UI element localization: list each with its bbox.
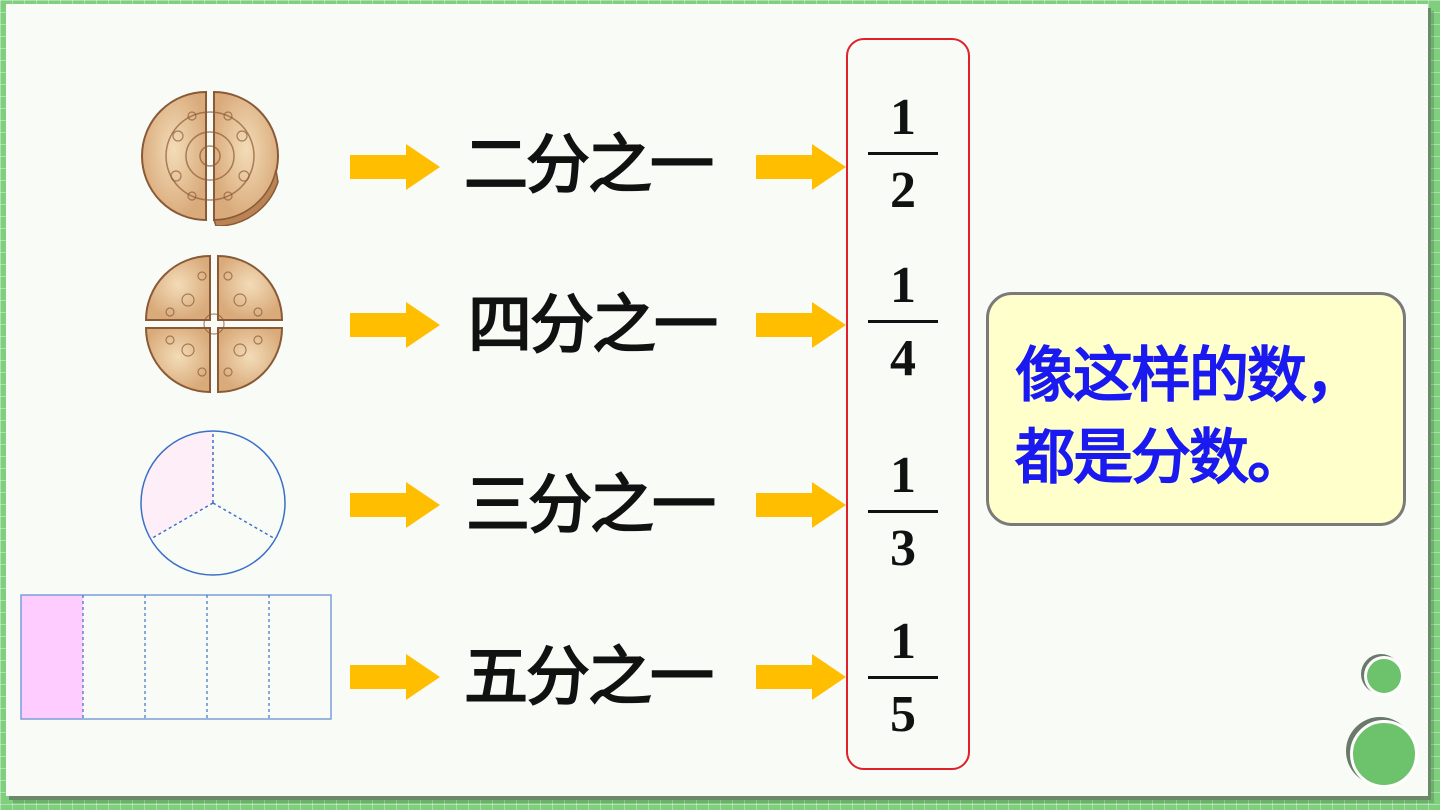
numerator: 1 [890,613,916,670]
decorative-circle-large [1350,720,1418,788]
denominator: 5 [890,686,916,743]
cake-halves-icon [141,90,279,226]
fraction-half: 1 2 [868,92,938,217]
rectangle-fifths-icon [20,594,332,720]
denominator: 3 [890,520,916,577]
numerator: 1 [890,447,916,504]
arrow-right-icon [350,482,440,528]
row-label-quarter: 四分之一 [468,289,718,363]
fraction-frame [846,38,970,770]
fraction-bar [868,676,938,679]
fraction-third: 1 3 [868,450,938,575]
arrow-right-icon [756,482,846,528]
note-line-2: 都是分数。 [1015,423,1307,493]
arrow-right-icon [350,302,440,348]
fraction-bar [868,320,938,323]
numerator: 1 [890,257,916,314]
cake-quarters-icon [144,254,284,394]
arrow-right-icon [756,302,846,348]
arrow-right-icon [350,144,440,190]
note-line-1: 像这样的数， [1015,341,1365,411]
denominator: 2 [890,162,916,219]
numerator: 1 [890,89,916,146]
fraction-bar [868,510,938,513]
circle-thirds-icon [140,430,286,576]
slide: 二分之一 四分之一 [6,4,1428,796]
fraction-quarter: 1 4 [868,260,938,385]
arrow-right-icon [756,144,846,190]
fraction-fifth: 1 5 [868,616,938,741]
arrow-right-icon [350,654,440,700]
decorative-circle-small [1364,656,1404,696]
fraction-bar [868,152,938,155]
row-label-half: 二分之一 [464,129,714,203]
row-label-fifth: 五分之一 [464,641,714,715]
row-label-third: 三分之一 [466,469,716,543]
note-box: 像这样的数， 都是分数。 [986,292,1406,526]
arrow-right-icon [756,654,846,700]
denominator: 4 [890,330,916,387]
